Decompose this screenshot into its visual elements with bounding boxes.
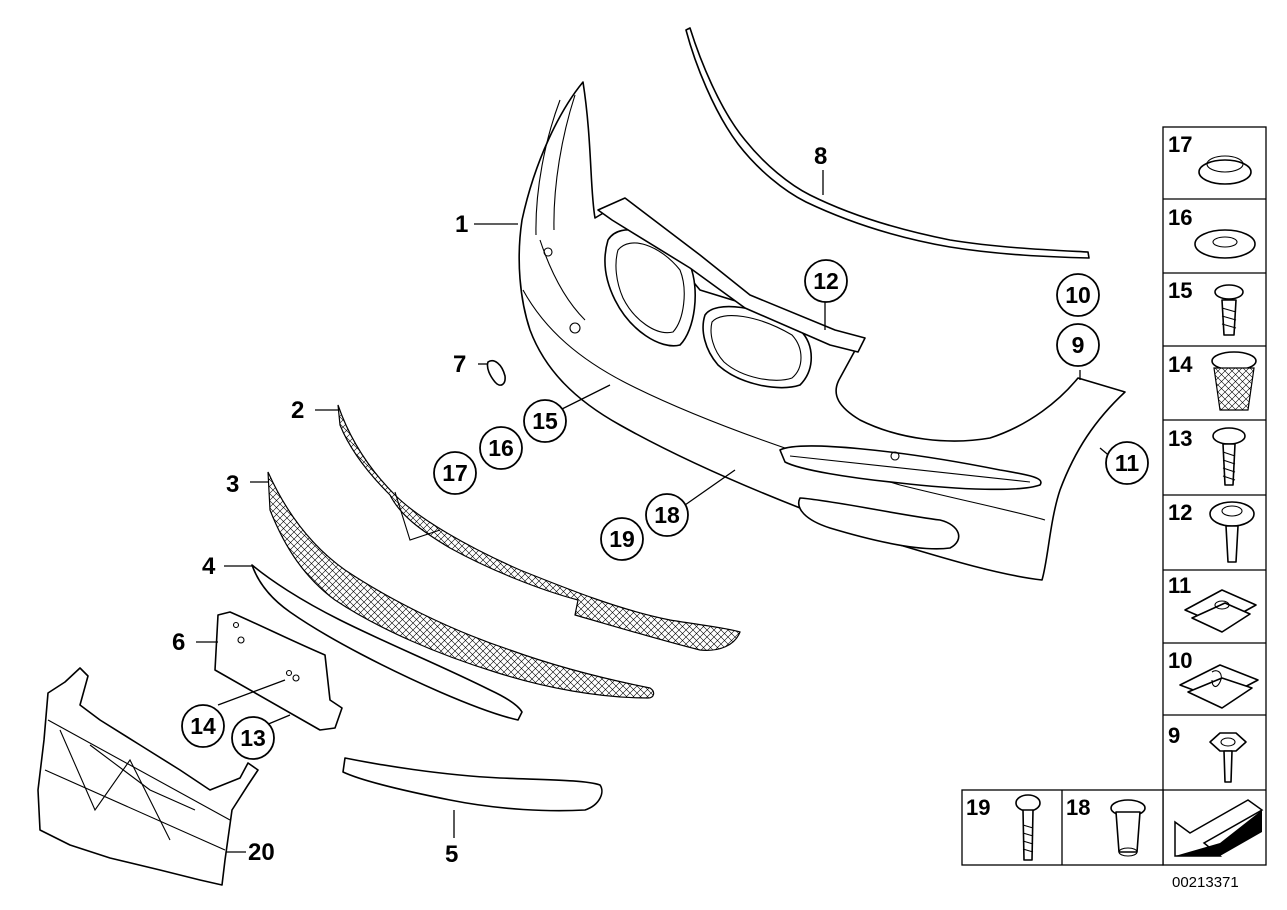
part-2-grille-insert bbox=[337, 404, 741, 651]
svg-text:14: 14 bbox=[190, 713, 216, 739]
svg-text:19: 19 bbox=[966, 795, 990, 820]
svg-text:12: 12 bbox=[1168, 500, 1192, 525]
callout-2: 2 bbox=[291, 397, 304, 424]
callout-3: 3 bbox=[226, 471, 239, 498]
svg-text:13: 13 bbox=[1168, 426, 1192, 451]
svg-text:10: 10 bbox=[1065, 282, 1091, 308]
callout-8: 8 bbox=[814, 143, 827, 170]
callout-19: 19 bbox=[600, 517, 644, 561]
callout-12: 12 bbox=[804, 259, 848, 303]
svg-text:16: 16 bbox=[1168, 205, 1192, 230]
svg-text:11: 11 bbox=[1168, 573, 1191, 598]
callout-18: 18 bbox=[645, 493, 689, 537]
svg-text:13: 13 bbox=[240, 725, 266, 751]
svg-text:14: 14 bbox=[1168, 352, 1193, 377]
part-3-lower-grille bbox=[267, 471, 655, 699]
part-20-carrier bbox=[37, 667, 259, 886]
svg-text:15: 15 bbox=[1168, 278, 1192, 303]
table-item-12: 12 bbox=[1168, 500, 1255, 563]
svg-text:17: 17 bbox=[442, 460, 468, 486]
table-item-18: 18 bbox=[1066, 795, 1146, 857]
svg-text:12: 12 bbox=[813, 268, 839, 294]
callout-20: 20 bbox=[248, 839, 275, 866]
table-item-11: 11 bbox=[1168, 573, 1257, 633]
table-item-15: 15 bbox=[1168, 278, 1244, 336]
callout-6: 6 bbox=[172, 629, 185, 656]
callout-1: 1 bbox=[455, 211, 468, 238]
svg-text:17: 17 bbox=[1168, 132, 1192, 157]
part-1-bumper-trim-panel bbox=[518, 81, 1126, 581]
svg-text:18: 18 bbox=[654, 502, 680, 528]
side-parts-table: 17 16 15 14 13 12 bbox=[1162, 126, 1267, 866]
leader-lines bbox=[196, 170, 1113, 853]
svg-text:16: 16 bbox=[488, 435, 514, 461]
callout-labels: 1 2 3 4 5 6 7 8 20 bbox=[172, 143, 827, 868]
svg-text:15: 15 bbox=[532, 408, 558, 434]
callout-17: 17 bbox=[433, 451, 477, 495]
svg-text:19: 19 bbox=[609, 526, 635, 552]
circled-callouts: 12 10 9 15 16 17 11 18 bbox=[181, 259, 1149, 760]
table-item-14: 14 bbox=[1168, 351, 1257, 411]
callout-11: 11 bbox=[1105, 441, 1149, 485]
part-5-lower-trim bbox=[342, 757, 603, 812]
svg-text:18: 18 bbox=[1066, 795, 1090, 820]
svg-text:10: 10 bbox=[1168, 648, 1192, 673]
table-item-19: 19 bbox=[966, 794, 1041, 861]
part-4-trim-strip bbox=[251, 564, 523, 721]
bottom-parts-table: 19 18 bbox=[961, 789, 1164, 866]
part-6-license-plate-base bbox=[214, 611, 343, 731]
part-7-cap bbox=[486, 360, 506, 386]
callout-9: 9 bbox=[1056, 323, 1100, 367]
callout-7: 7 bbox=[453, 351, 466, 378]
table-item-9: 9 bbox=[1168, 723, 1247, 783]
callout-10: 10 bbox=[1056, 273, 1100, 317]
table-item-10: 10 bbox=[1168, 648, 1259, 709]
reference-number: 00213371 bbox=[1172, 874, 1239, 891]
callout-5: 5 bbox=[445, 841, 458, 868]
table-item-16: 16 bbox=[1168, 205, 1256, 259]
table-item-13: 13 bbox=[1168, 426, 1246, 486]
callout-4: 4 bbox=[202, 553, 216, 580]
table-item-17: 17 bbox=[1168, 132, 1252, 185]
callout-14: 14 bbox=[181, 704, 225, 748]
part-8-seal-strip bbox=[685, 27, 1090, 259]
svg-text:9: 9 bbox=[1168, 723, 1180, 748]
callout-13: 13 bbox=[231, 716, 275, 760]
svg-text:9: 9 bbox=[1072, 332, 1085, 358]
svg-text:11: 11 bbox=[1115, 450, 1140, 476]
callout-16: 16 bbox=[479, 426, 523, 470]
callout-15: 15 bbox=[523, 399, 567, 443]
arrow-icon bbox=[1174, 799, 1264, 857]
